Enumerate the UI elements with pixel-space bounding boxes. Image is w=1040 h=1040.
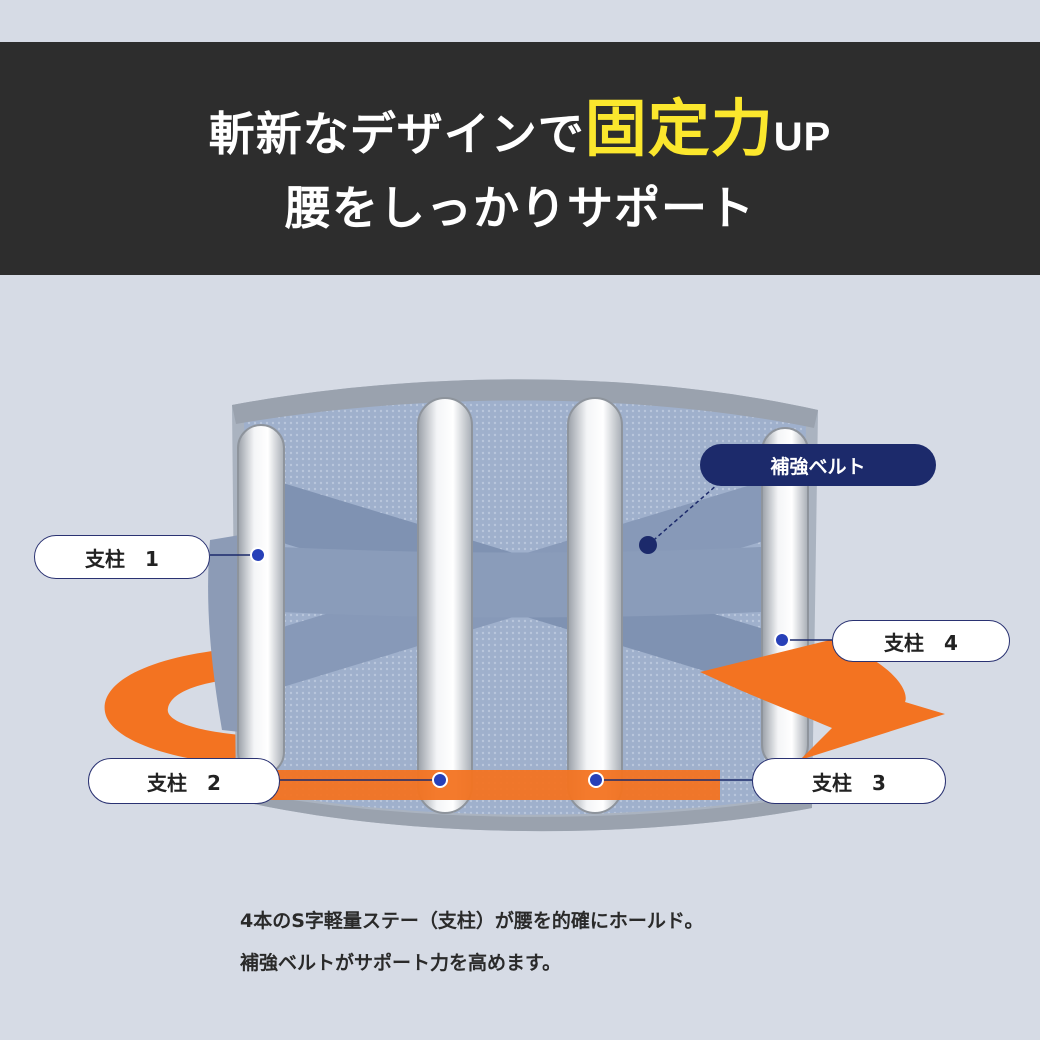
stay-1 [237,424,285,776]
stay-2 [417,397,473,814]
marker-dot [639,536,657,554]
description-line-1: 4本のS字軽量ステー（支柱）が腰を的確にホールド。 [240,910,704,932]
label-reinforcement-belt: 補強ベルト [700,444,936,486]
belt-binding-bottom [236,790,812,832]
label-stay-4: 支柱 4 [832,620,1010,662]
marker-dot [774,632,790,648]
label-stay-3: 支柱 3 [752,758,946,804]
stay-3 [567,397,623,814]
headline: 斬新なデザインで固定力UP [0,78,1040,168]
headline-suffix: UP [773,115,832,159]
description-line-2: 補強ベルトがサポート力を高めます。 [240,952,562,974]
rotation-arrow-front [270,770,720,800]
reinforcement-strap [240,545,800,618]
belt-side-flap [208,535,240,732]
label-stay-2: 支柱 2 [88,758,280,804]
marker-dot [432,772,448,788]
belt-binding-top [232,379,818,428]
marker-dot [588,772,604,788]
connector-line [647,483,719,546]
description: 4本のS字軽量ステー（支柱）が腰を的確にホールド。 補強ベルトがサポート力を高め… [240,900,704,984]
rotation-arrow-back [104,650,241,765]
headline-prefix: 斬新なデザインで [208,107,585,161]
rotation-arrow-head [700,640,945,760]
marker-dot [250,547,266,563]
subheadline: 腰をしっかりサポート [285,181,755,235]
headline-highlight: 固定力 [584,92,774,165]
label-stay-1: 支柱 1 [34,535,210,579]
header-banner [0,42,1040,275]
